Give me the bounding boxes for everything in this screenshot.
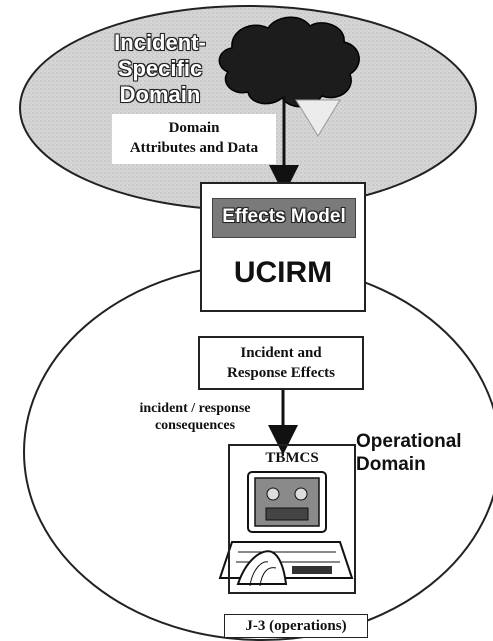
consequences-label: incident / response consequences xyxy=(110,400,280,434)
incident-domain-line-1: Incident- xyxy=(114,30,206,55)
effects-model-label: Effects Model xyxy=(222,206,346,227)
cloud-wedge-icon xyxy=(295,99,341,137)
effects-model-banner: Effects Model xyxy=(212,198,356,238)
incident-domain-label: Incident- Specific Domain xyxy=(80,30,240,108)
domain-attributes-box: Domain Attributes and Data xyxy=(112,114,276,164)
tbmcs-box: TBMCS xyxy=(228,444,356,594)
ucirm-model-box: Effects Model UCIRM xyxy=(200,182,366,312)
consequences-line-2: consequences xyxy=(154,418,236,433)
incident-cloud-icon xyxy=(218,16,360,108)
domain-attributes-line-1: Domain xyxy=(168,120,220,136)
operational-domain-label: Operational Domain xyxy=(356,430,486,476)
ucirm-title: UCIRM xyxy=(233,256,333,289)
domain-attributes-line-2: Attributes and Data xyxy=(129,140,259,156)
incident-domain-line-2: Specific xyxy=(117,56,203,81)
operational-domain-line-2: Domain xyxy=(356,454,426,475)
incident-response-effects-box: Incident and Response Effects xyxy=(198,336,364,390)
tbmcs-title: TBMCS xyxy=(265,450,319,466)
incident-domain-line-3: Domain xyxy=(119,82,201,107)
operational-domain-line-1: Operational xyxy=(356,431,462,452)
j3-operations-label: J-3 (operations) xyxy=(224,614,368,638)
effects-box-line-1: Incident and xyxy=(240,345,322,361)
effects-box-line-2: Response Effects xyxy=(227,365,335,381)
operator-workstation-icon xyxy=(218,471,354,587)
consequences-line-1: incident / response xyxy=(139,401,251,416)
